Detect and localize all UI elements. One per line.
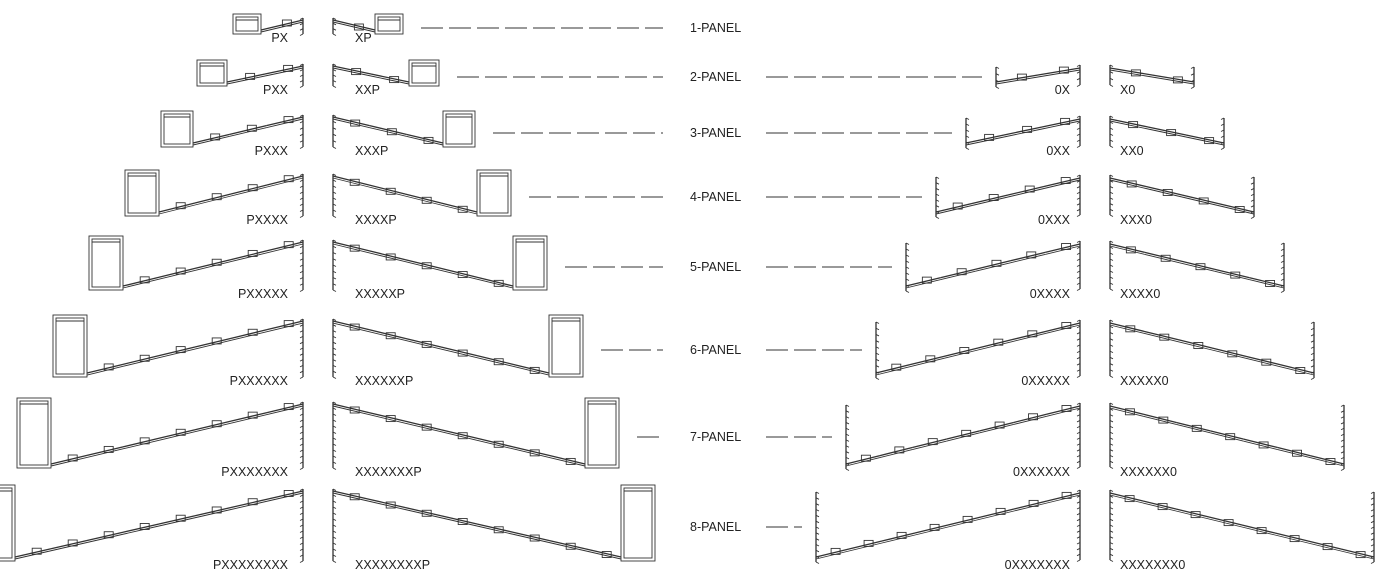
open-left-label: 0XX bbox=[1046, 144, 1070, 158]
pocket-left-diagram bbox=[232, 13, 304, 36]
open-right-label: X0 bbox=[1120, 83, 1135, 97]
open-right-diagram bbox=[1109, 240, 1285, 293]
pocket-left-diagram bbox=[160, 110, 304, 149]
panel-count-label: 7-PANEL bbox=[690, 430, 741, 444]
pocket-right-label: XXP bbox=[355, 83, 380, 97]
open-right-label: XX0 bbox=[1120, 144, 1144, 158]
pocket-right-diagram bbox=[332, 397, 620, 470]
pocket-left-diagram bbox=[124, 169, 304, 218]
pocket-right-diagram bbox=[332, 59, 440, 88]
open-left-label: 0XXXXXX bbox=[1013, 465, 1071, 479]
pocket-left-label: PXXXXXXXX bbox=[213, 558, 289, 572]
open-right-diagram bbox=[1109, 402, 1345, 471]
pocket-right-diagram bbox=[332, 169, 512, 218]
pocket-right-diagram bbox=[332, 110, 476, 149]
row-4-panel: 4-PANEL bbox=[124, 169, 1255, 219]
open-right-label: XXXXXX0 bbox=[1120, 465, 1177, 479]
pocket-left-label: PXXXXX bbox=[238, 287, 289, 301]
panel-count-label: 1-PANEL bbox=[690, 21, 741, 35]
row-7-panel: 7-PANEL bbox=[16, 397, 1345, 471]
open-left-label: 0XXX bbox=[1038, 213, 1071, 227]
open-right-label: XXXX0 bbox=[1120, 287, 1160, 301]
panel-count-label: 6-PANEL bbox=[690, 343, 741, 357]
pocket-left-label: PXX bbox=[263, 83, 289, 97]
pocket-right-label: XXXXP bbox=[355, 213, 397, 227]
row-1-panel: 1-PANEL bbox=[232, 13, 741, 36]
row-6-panel: 6-PANEL bbox=[52, 314, 1315, 380]
open-left-label: 0X bbox=[1055, 83, 1071, 97]
open-left-diagram bbox=[965, 115, 1081, 150]
row-5-panel: 5-PANEL bbox=[88, 235, 1285, 293]
row-8-panel: 8-PANEL bbox=[0, 484, 1375, 564]
open-right-diagram bbox=[1109, 115, 1225, 150]
open-right-diagram bbox=[1109, 64, 1195, 89]
pocket-right-diagram bbox=[332, 484, 656, 563]
panel-count-label: 2-PANEL bbox=[690, 70, 741, 84]
pocket-left-diagram bbox=[0, 484, 304, 563]
panel-count-label: 8-PANEL bbox=[690, 520, 741, 534]
pocket-right-diagram bbox=[332, 314, 584, 379]
pocket-right-label: XP bbox=[355, 31, 372, 45]
open-left-diagram bbox=[995, 64, 1081, 89]
pocket-right-label: XXXXXXXP bbox=[355, 465, 422, 479]
open-right-diagram bbox=[1109, 174, 1255, 219]
pocket-left-label: PXXXXXXX bbox=[221, 465, 288, 479]
open-left-diagram bbox=[935, 174, 1081, 219]
open-left-diagram bbox=[815, 489, 1081, 564]
row-2-panel: 2-PANEL bbox=[196, 59, 1195, 89]
row-3-panel: 3-PANEL bbox=[160, 110, 1225, 150]
pocket-left-diagram bbox=[196, 59, 304, 88]
pocket-right-diagram bbox=[332, 13, 404, 36]
pocket-left-label: PX bbox=[271, 31, 288, 45]
open-left-diagram bbox=[905, 240, 1081, 293]
pocket-right-label: XXXXXXXXP bbox=[355, 558, 430, 572]
open-left-label: 0XXXX bbox=[1030, 287, 1071, 301]
pocket-right-label: XXXXXXP bbox=[355, 374, 413, 388]
pocket-right-label: XXXP bbox=[355, 144, 388, 158]
open-left-diagram bbox=[875, 319, 1081, 380]
open-right-diagram bbox=[1109, 319, 1315, 380]
open-left-diagram bbox=[845, 402, 1081, 471]
pocket-left-diagram bbox=[16, 397, 304, 470]
pocket-right-label: XXXXXP bbox=[355, 287, 405, 301]
panel-count-label: 3-PANEL bbox=[690, 126, 741, 140]
open-right-label: XXX0 bbox=[1120, 213, 1152, 227]
open-left-label: 0XXXXXXX bbox=[1005, 558, 1071, 572]
open-left-label: 0XXXXX bbox=[1021, 374, 1070, 388]
pocket-left-diagram bbox=[88, 235, 304, 292]
open-right-label: XXXXX0 bbox=[1120, 374, 1169, 388]
pocket-left-diagram bbox=[52, 314, 304, 379]
open-right-diagram bbox=[1109, 489, 1375, 564]
pocket-left-label: PXXXX bbox=[246, 213, 288, 227]
panel-count-label: 5-PANEL bbox=[690, 260, 741, 274]
pocket-left-label: PXXX bbox=[255, 144, 289, 158]
panel-count-label: 4-PANEL bbox=[690, 190, 741, 204]
pocket-left-label: PXXXXXX bbox=[230, 374, 289, 388]
open-right-label: XXXXXXX0 bbox=[1120, 558, 1185, 572]
pocket-right-diagram bbox=[332, 235, 548, 292]
